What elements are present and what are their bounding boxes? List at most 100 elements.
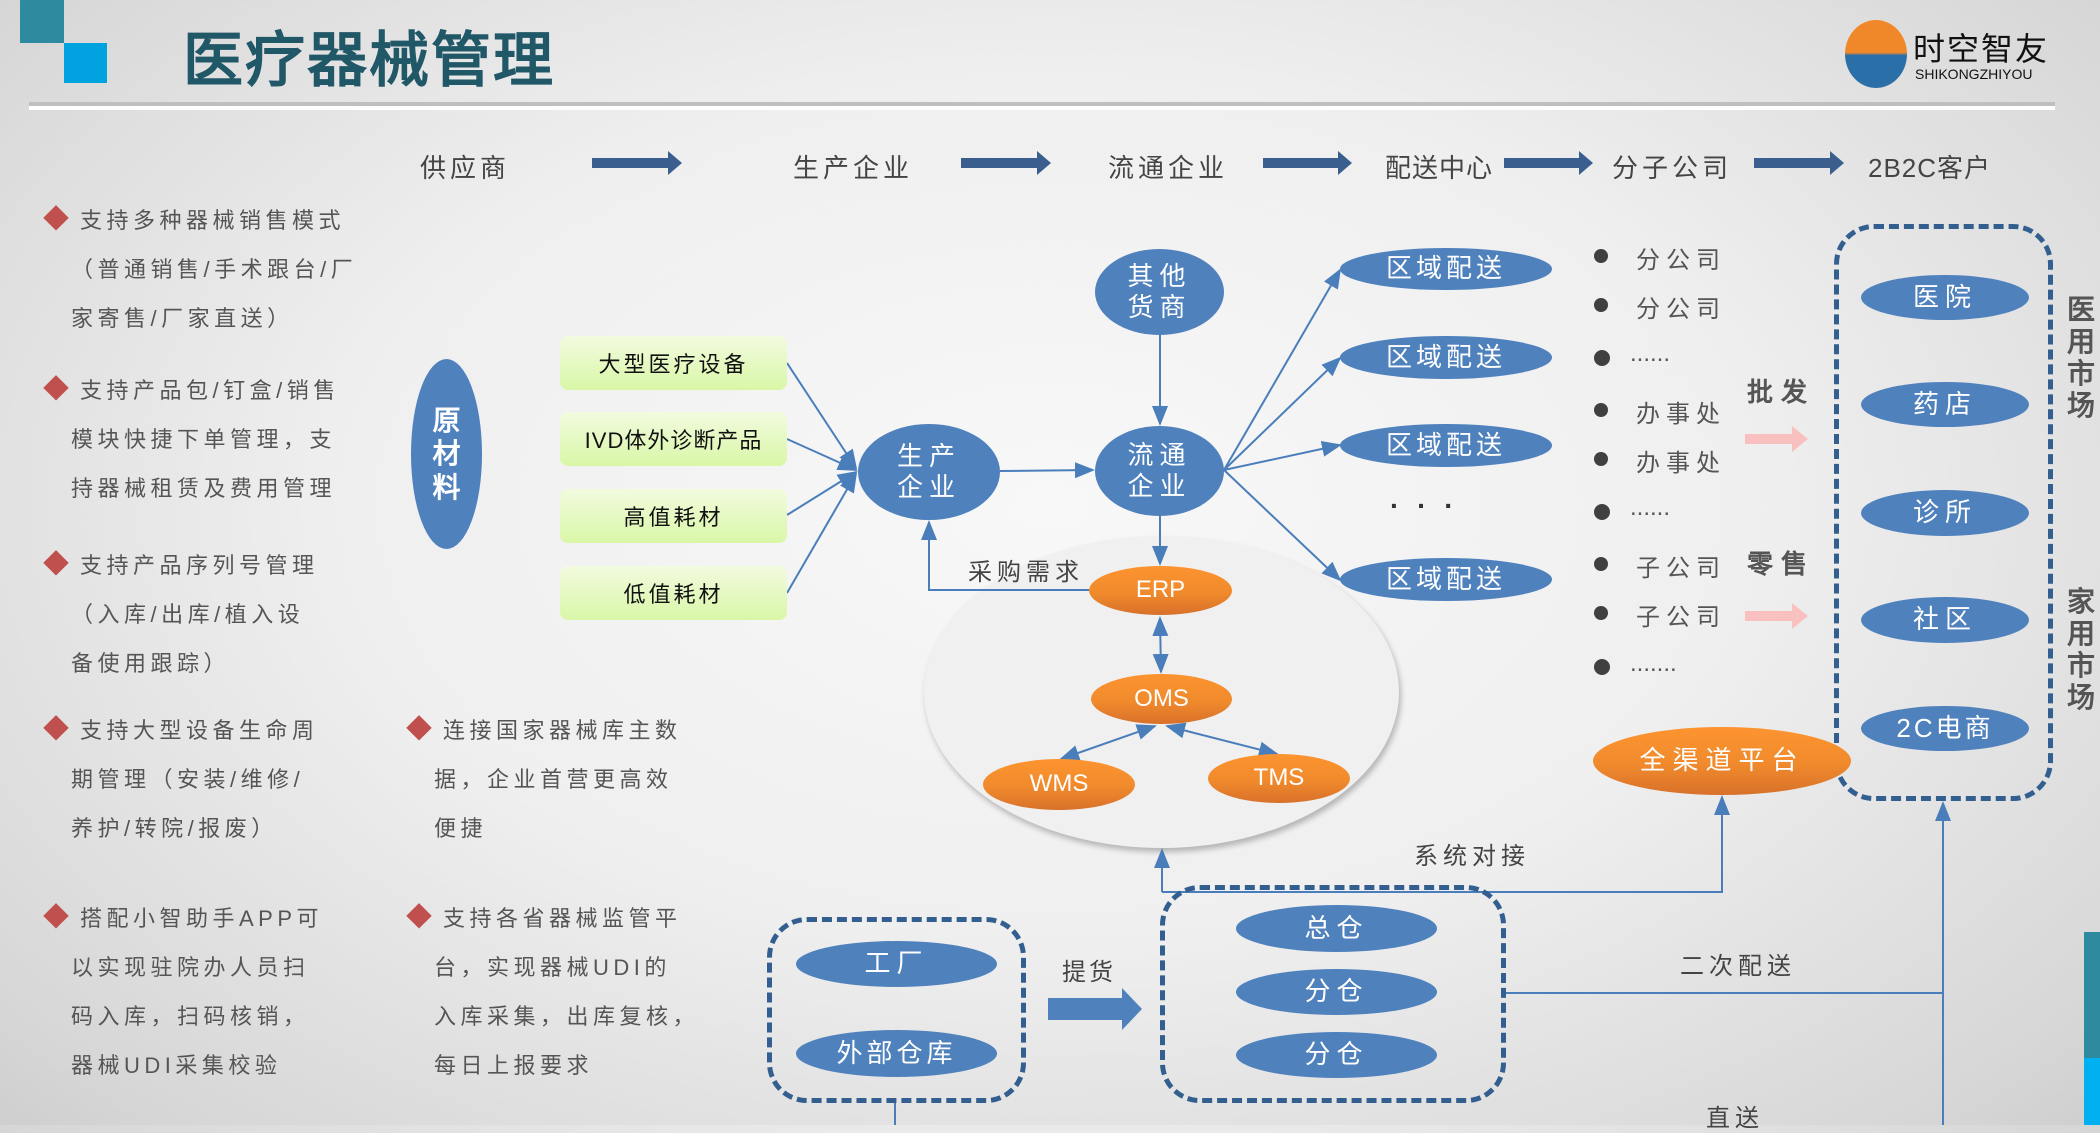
bullet-icon	[1594, 298, 1608, 312]
node-label: 生产	[896, 440, 961, 471]
customer-community: 社区	[1861, 597, 2029, 643]
product-large-equipment: 大型医疗设备	[560, 336, 787, 390]
bullet-icon	[1594, 659, 1610, 675]
bullet-icon	[1594, 452, 1608, 466]
connector-product-2	[786, 438, 858, 471]
node-oms: OMS	[1091, 674, 1232, 724]
vt-char: 用	[2066, 618, 2095, 649]
connector-regional-2	[1223, 356, 1342, 471]
more-regional-dots: · · ·	[1390, 490, 1459, 521]
header-branches: 分子公司	[1612, 153, 1733, 183]
node-label: 企业	[896, 472, 961, 502]
customer-pharmacy: 药店	[1861, 382, 2029, 427]
node-regional-delivery: 区域配送	[1340, 424, 1552, 467]
customer-hospital: 医院	[1861, 275, 2029, 320]
branch-item: 子公司	[1636, 555, 1726, 582]
branch-item: ......	[1630, 340, 1671, 367]
branch-item: ......	[1630, 494, 1671, 521]
node-label: 货商	[1127, 292, 1192, 322]
vt-char: 用	[2066, 326, 2095, 357]
header-customers: 2B2C客户	[1868, 153, 1992, 183]
branch-item: 办事处	[1636, 401, 1726, 428]
procurement-label: 采购需求	[968, 559, 1084, 586]
node-branch-warehouse: 分仓	[1236, 1032, 1437, 1078]
bullet-icon	[1594, 403, 1608, 417]
connector-product-1	[786, 362, 858, 470]
vt-char: 家	[2066, 586, 2095, 617]
connector-regional-3	[1223, 440, 1342, 471]
decor-square-blue	[64, 43, 107, 83]
source-group-box	[767, 917, 1026, 1103]
branch-item: 办事处	[1636, 450, 1726, 477]
vt-char: 医	[2066, 294, 2095, 325]
flow-arrow-icon	[592, 151, 682, 175]
connector-producer-distributor	[999, 462, 1095, 479]
connector-erp-oms	[1152, 616, 1169, 674]
feature-equipment-lifecycle: 支持大型设备生命周期管理（安装/维修/养护/转院/报废）	[40, 706, 319, 853]
customers-group-box	[1834, 224, 2053, 801]
connector-oms-tms	[1165, 722, 1279, 758]
page-title: 医疗器械管理	[183, 27, 555, 94]
bullet-icon	[1594, 504, 1610, 520]
node-omni-channel-platform: 全渠道平台	[1593, 727, 1851, 795]
node-wms: WMS	[983, 759, 1135, 810]
product-low-value: 低值耗材	[560, 566, 787, 620]
feature-provincial-supervision: 支持各省器械监管平台，实现器械UDI的入库采集，出库复核，每日上报要求	[403, 894, 699, 1090]
header-supplier: 供应商	[420, 153, 511, 183]
vt-char: 场	[2066, 390, 2095, 421]
raw-char: 料	[432, 471, 461, 503]
connector-product-4	[786, 472, 858, 594]
header-distribution-center: 配送中心	[1385, 153, 1494, 183]
bullet-icon	[1594, 606, 1608, 620]
node-label: 流通	[1127, 439, 1192, 470]
direct-delivery-label: 直送	[1706, 1105, 1764, 1132]
node-external-warehouse: 外部仓库	[796, 1030, 997, 1077]
header-divider	[29, 102, 2055, 106]
branch-item: 分公司	[1636, 247, 1726, 274]
retail-label: 零售	[1747, 549, 1816, 579]
node-regional-delivery: 区域配送	[1340, 558, 1552, 601]
node-label: 企业	[1127, 471, 1192, 501]
product-high-value: 高值耗材	[560, 489, 787, 543]
node-distributor: 流通企业	[1095, 426, 1224, 516]
node-producer: 生产企业	[858, 424, 1000, 520]
home-market-label: 家用市场	[2066, 586, 2096, 714]
node-label: 其他	[1127, 260, 1192, 291]
customer-clinic: 诊所	[1861, 490, 2029, 536]
vt-char: 场	[2066, 682, 2095, 713]
bullet-icon	[1594, 249, 1608, 263]
customer-2c-ecommerce: 2C电商	[1861, 706, 2029, 751]
decor-bar-teal	[2084, 932, 2100, 1058]
logo-text-en: SHIKONGZHIYOU	[1915, 66, 2033, 82]
branch-item: .......	[1630, 650, 1677, 677]
node-central-warehouse: 总仓	[1236, 905, 1437, 952]
system-link-label: 系统对接	[1414, 843, 1530, 870]
branch-item: 子公司	[1636, 604, 1726, 631]
bullet-icon	[1594, 350, 1610, 366]
feature-assistant-app: 搭配小智助手APP可以实现驻院办人员扫码入库，扫码核销，器械UDI采集校验	[40, 894, 323, 1090]
product-ivd: IVD体外诊断产品	[560, 412, 787, 466]
header-divider-highlight	[29, 106, 2055, 110]
feature-product-package: 支持产品包/钉盒/销售模块快捷下单管理，支持器械租赁及费用管理	[40, 366, 340, 513]
node-factory: 工厂	[796, 941, 997, 987]
flow-arrow-icon	[1754, 151, 1844, 175]
node-other-supplier: 其他货商	[1095, 249, 1224, 335]
wholesale-label: 批发	[1747, 377, 1816, 407]
header-distributor: 流通企业	[1108, 153, 1229, 183]
secondary-delivery-label: 二次配送	[1680, 953, 1796, 980]
vt-char: 市	[2066, 650, 2095, 681]
decor-square-teal	[20, 0, 64, 43]
logo-text-cn: 时空智友	[1913, 31, 2050, 67]
pickup-arrow-icon	[1048, 988, 1142, 1030]
warehouse-group-box	[1160, 885, 1506, 1103]
connector-oms-wms	[1059, 724, 1157, 761]
connector-procurement	[921, 520, 1089, 591]
node-erp: ERP	[1089, 566, 1232, 615]
feature-sales-modes: 支持多种器械销售模式（普通销售/手术跟台/厂家寄售/厂家直送）	[40, 196, 357, 343]
connector-regional-1	[1223, 268, 1342, 471]
flow-arrow-icon	[1263, 151, 1352, 175]
node-branch-warehouse: 分仓	[1236, 969, 1437, 1015]
decor-bar-blue	[2084, 1058, 2100, 1125]
raw-char: 原	[432, 404, 461, 436]
